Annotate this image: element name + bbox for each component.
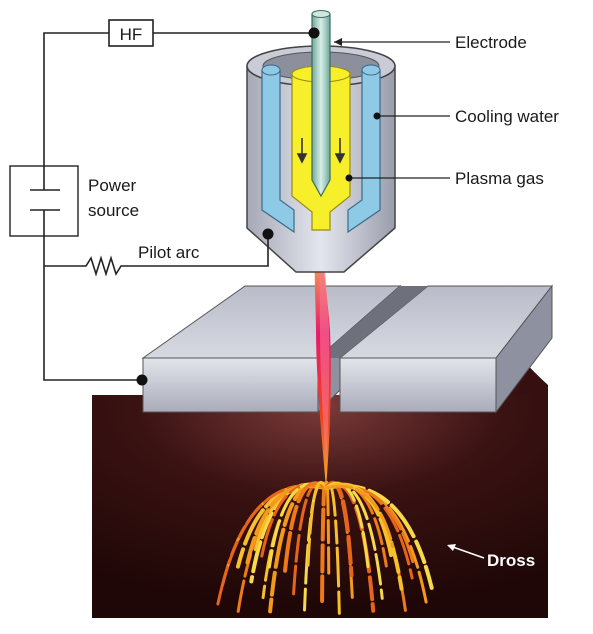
electrode-rod — [311, 13, 331, 198]
electrode-tip-top — [311, 10, 331, 18]
power-source-label-line1: Power — [88, 176, 137, 195]
dross-label: Dross — [487, 551, 535, 570]
right-plate-side — [495, 284, 553, 414]
spark-arc — [306, 481, 328, 571]
right-plate-front — [339, 357, 497, 413]
power-source-label-line2: source — [88, 201, 139, 220]
junction-electrode — [308, 27, 320, 39]
left-plate-front — [142, 357, 319, 413]
leader-electrode-arrow — [334, 38, 342, 46]
leader-cooling-water-dot — [373, 112, 381, 120]
torch — [246, 10, 396, 273]
plasma-jet-core — [319, 212, 330, 470]
electrode-label: Electrode — [455, 33, 527, 52]
leader-dross — [449, 545, 485, 559]
wire-pilot-arc — [44, 235, 269, 277]
plasma-gas-label: Plasma gas — [455, 169, 544, 188]
gas-flow-arrows — [296, 138, 346, 164]
junction-nozzle — [262, 228, 274, 240]
background-shadow — [92, 395, 548, 618]
hf-label: HF — [120, 25, 143, 44]
kerf-slot — [318, 286, 428, 358]
cooling-inlet-left — [261, 64, 281, 76]
wire-top-left — [43, 32, 109, 168]
leader-dross-arrow — [447, 544, 456, 551]
pilot-arc-label: Pilot arc — [138, 243, 200, 262]
hf-box — [108, 19, 154, 47]
cooling-water-label: Cooling water — [455, 107, 559, 126]
spark-arc — [324, 481, 331, 575]
leaders — [334, 38, 485, 559]
leader-plasma-gas-dot — [345, 174, 353, 182]
workpiece — [141, 284, 554, 414]
junction-workpiece — [136, 374, 148, 386]
dross-sparks — [216, 480, 434, 615]
wire-to-workpiece — [43, 236, 141, 381]
spark-arc — [324, 484, 395, 549]
cooling-inlet-right — [361, 64, 381, 76]
circuit — [9, 19, 320, 386]
